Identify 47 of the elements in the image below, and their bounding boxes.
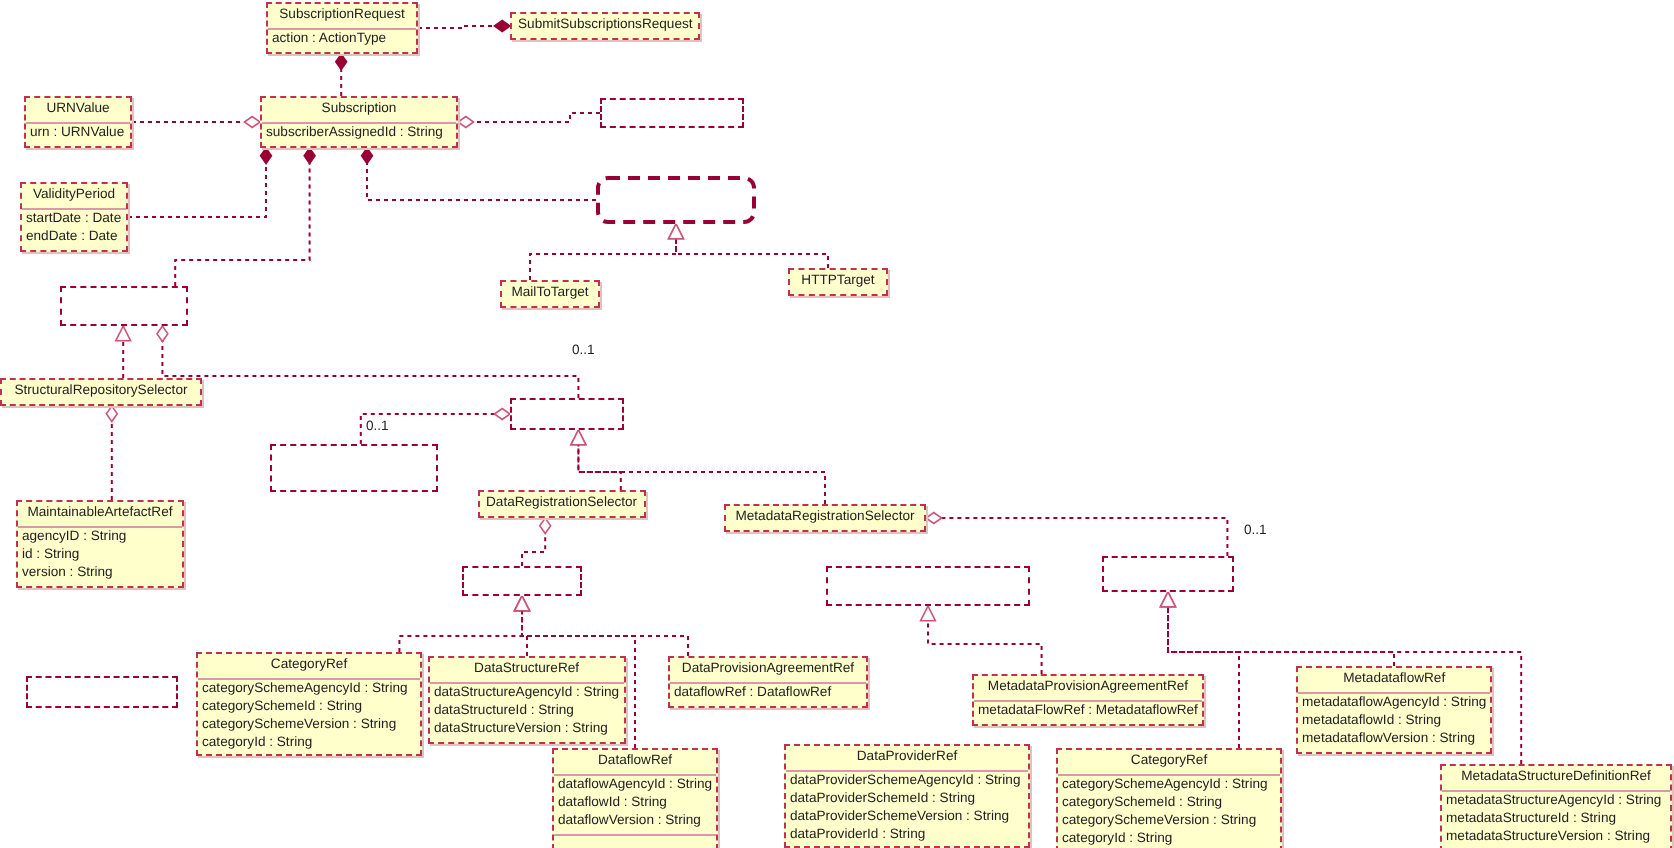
class-box xyxy=(462,566,582,596)
association-line xyxy=(359,407,511,445)
class-box xyxy=(724,504,926,533)
association-line xyxy=(105,405,118,501)
class-box xyxy=(0,378,202,407)
class-box xyxy=(20,182,128,252)
class-box xyxy=(1296,666,1493,754)
class-box xyxy=(26,676,178,708)
association-line xyxy=(156,325,580,399)
class-box xyxy=(1102,556,1234,592)
generalization-arrow xyxy=(513,595,689,657)
class-box xyxy=(16,500,184,588)
association-line xyxy=(127,147,273,218)
class-box xyxy=(826,566,1030,606)
class-box xyxy=(668,656,868,708)
class-box xyxy=(1056,748,1282,848)
class-box xyxy=(196,652,422,757)
association-line xyxy=(417,19,511,33)
class-box xyxy=(266,2,418,54)
association-line xyxy=(521,517,552,567)
association-line xyxy=(925,511,1229,557)
class-box xyxy=(428,656,626,744)
association-line xyxy=(335,53,348,97)
association-line xyxy=(131,115,261,129)
class-box xyxy=(510,398,624,430)
generalization-arrow xyxy=(115,325,132,379)
class-box xyxy=(478,490,646,519)
class-box xyxy=(972,674,1204,726)
class-box xyxy=(510,12,701,41)
class-box xyxy=(596,176,756,224)
association-line xyxy=(360,147,597,201)
generalization-arrow xyxy=(667,223,829,269)
generalization-arrow xyxy=(919,605,1043,675)
generalization-arrow xyxy=(570,429,826,505)
association-line xyxy=(457,112,601,129)
class-box xyxy=(784,744,1030,848)
class-box xyxy=(1440,764,1672,848)
generalization-arrow xyxy=(1159,591,1523,765)
class-box xyxy=(260,96,458,148)
class-box xyxy=(60,286,188,326)
class-box xyxy=(600,98,744,128)
class-box xyxy=(500,280,600,309)
class-box xyxy=(270,444,438,492)
association-line xyxy=(174,147,316,287)
class-box xyxy=(24,96,132,148)
class-box xyxy=(788,268,888,297)
class-box xyxy=(552,748,719,848)
